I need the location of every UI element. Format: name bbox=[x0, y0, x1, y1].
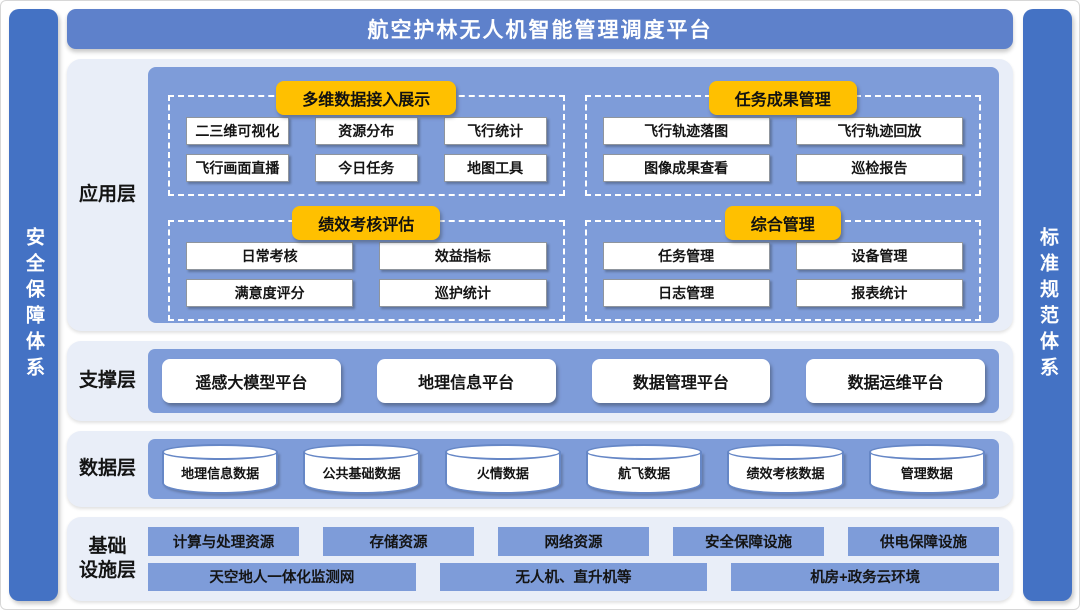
group-comprehensive-management: 综合管理 任务管理 设备管理 日志管理 报表统计 bbox=[584, 206, 981, 321]
support-platform: 地理信息平台 bbox=[376, 359, 556, 403]
app-module: 日常考核 bbox=[186, 242, 354, 270]
main-column: 航空护林无人机智能管理调度平台 应用层 多维数据接入展示 二三维可视化 资源分布… bbox=[67, 9, 1013, 601]
support-platform: 数据运维平台 bbox=[806, 359, 985, 403]
app-module: 飞行画面直播 bbox=[186, 154, 289, 182]
infrastructure-rows: 计算与处理资源 存储资源 网络资源 安全保障设施 供电保障设施 天空地人一体化监… bbox=[148, 527, 1000, 591]
cylinder-top bbox=[585, 444, 703, 460]
support-layer-panel: 支撑层 遥感大模型平台 地理信息平台 数据管理平台 数据运维平台 bbox=[67, 341, 1013, 421]
infra-resource: 机房+政务云环境 bbox=[731, 562, 1000, 591]
support-platform: 数据管理平台 bbox=[591, 359, 771, 403]
app-module: 巡护统计 bbox=[379, 279, 547, 307]
infra-resource: 存储资源 bbox=[323, 527, 474, 556]
app-module: 效益指标 bbox=[379, 242, 547, 270]
app-module: 飞行轨迹落图 bbox=[602, 117, 770, 145]
group-items: 日常考核 效益指标 满意度评分 巡护统计 bbox=[170, 222, 563, 319]
title-bar: 航空护林无人机智能管理调度平台 bbox=[67, 9, 1013, 49]
infrastructure-row-1: 计算与处理资源 存储资源 网络资源 安全保障设施 供电保障设施 bbox=[148, 527, 999, 556]
app-module: 飞行统计 bbox=[443, 117, 547, 145]
data-layer-label: 数据层 bbox=[78, 458, 136, 480]
infra-resource: 天空地人一体化监测网 bbox=[148, 562, 416, 591]
support-platform: 遥感大模型平台 bbox=[162, 359, 341, 403]
left-pillar-security-system: 安全保障体系 bbox=[9, 9, 58, 601]
app-module: 巡检报告 bbox=[795, 154, 963, 182]
right-pillar-label: 标准规范体系 bbox=[1037, 227, 1058, 383]
infrastructure-layer-label: 基础 设施层 bbox=[78, 536, 136, 581]
application-layer-label: 应用层 bbox=[78, 184, 136, 206]
database-cylinder: 管理数据 bbox=[868, 444, 985, 494]
group-items: 二三维可视化 资源分布 飞行统计 飞行画面直播 今日任务 地图工具 bbox=[170, 97, 563, 194]
data-layer-panel: 数据层 地理信息数据 公共基础数据 火情数据 航飞数据 bbox=[67, 431, 1013, 507]
app-module: 日志管理 bbox=[602, 279, 770, 307]
app-module: 资源分布 bbox=[314, 117, 418, 145]
cylinder-top bbox=[868, 444, 985, 460]
application-layer-panel: 应用层 多维数据接入展示 二三维可视化 资源分布 飞行统计 飞行画面直播 今日任… bbox=[67, 59, 1013, 331]
app-module: 任务管理 bbox=[602, 242, 770, 270]
group-task-results-management: 任务成果管理 飞行轨迹落图 飞行轨迹回放 图像成果查看 巡检报告 bbox=[584, 81, 981, 196]
cylinder-top bbox=[727, 444, 844, 460]
database-label: 地理信息数据 bbox=[162, 452, 279, 494]
group-items: 任务管理 设备管理 日志管理 报表统计 bbox=[587, 222, 980, 319]
cylinder-top bbox=[444, 444, 561, 460]
app-module: 二三维可视化 bbox=[186, 117, 289, 145]
group-header-badge: 绩效考核评估 bbox=[292, 206, 441, 240]
group-items: 飞行轨迹落图 飞行轨迹回放 图像成果查看 巡检报告 bbox=[587, 97, 980, 194]
infra-resource: 网络资源 bbox=[498, 527, 649, 556]
app-module: 设备管理 bbox=[795, 242, 963, 270]
infra-resource: 供电保障设施 bbox=[848, 527, 999, 556]
database-cylinder: 航飞数据 bbox=[585, 444, 703, 494]
app-module: 图像成果查看 bbox=[602, 154, 770, 182]
left-pillar-label: 安全保障体系 bbox=[23, 227, 44, 383]
group-multidim-data-display: 多维数据接入展示 二三维可视化 资源分布 飞行统计 飞行画面直播 今日任务 地图… bbox=[168, 81, 565, 196]
database-cylinder: 地理信息数据 bbox=[162, 444, 279, 494]
infra-resource: 无人机、直升机等 bbox=[439, 562, 708, 591]
group-performance-assessment: 绩效考核评估 日常考核 效益指标 满意度评分 巡护统计 bbox=[168, 206, 565, 321]
application-layer-groups: 多维数据接入展示 二三维可视化 资源分布 飞行统计 飞行画面直播 今日任务 地图… bbox=[148, 67, 999, 323]
cylinder-top bbox=[303, 444, 420, 460]
app-module: 飞行轨迹回放 bbox=[795, 117, 963, 145]
app-module: 今日任务 bbox=[314, 154, 418, 182]
group-header-badge: 任务成果管理 bbox=[708, 81, 857, 115]
database-cylinder: 公共基础数据 bbox=[303, 444, 420, 494]
database-label: 火情数据 bbox=[444, 452, 561, 494]
database-cylinder: 绩效考核数据 bbox=[727, 444, 844, 494]
cylinder-top bbox=[162, 444, 279, 460]
app-module: 地图工具 bbox=[443, 154, 547, 182]
infra-resource: 安全保障设施 bbox=[673, 527, 824, 556]
support-layer-label: 支撑层 bbox=[78, 370, 136, 392]
infrastructure-row-2: 天空地人一体化监测网 无人机、直升机等 机房+政务云环境 bbox=[148, 562, 1000, 591]
infrastructure-layer-panel: 基础 设施层 计算与处理资源 存储资源 网络资源 安全保障设施 供电保障设施 天… bbox=[67, 517, 1013, 601]
group-header-badge: 综合管理 bbox=[724, 206, 841, 240]
database-cylinder: 火情数据 bbox=[444, 444, 561, 494]
group-header-badge: 多维数据接入展示 bbox=[276, 81, 457, 115]
support-platforms-strip: 遥感大模型平台 地理信息平台 数据管理平台 数据运维平台 bbox=[148, 349, 999, 413]
page-title: 航空护林无人机智能管理调度平台 bbox=[367, 19, 713, 42]
databases-strip: 地理信息数据 公共基础数据 火情数据 航飞数据 绩效考核数据 bbox=[148, 439, 999, 499]
infra-resource: 计算与处理资源 bbox=[148, 527, 299, 556]
app-module: 满意度评分 bbox=[186, 279, 354, 307]
app-module: 报表统计 bbox=[795, 279, 963, 307]
database-label: 航飞数据 bbox=[585, 452, 703, 494]
right-pillar-standards-system: 标准规范体系 bbox=[1023, 9, 1072, 601]
